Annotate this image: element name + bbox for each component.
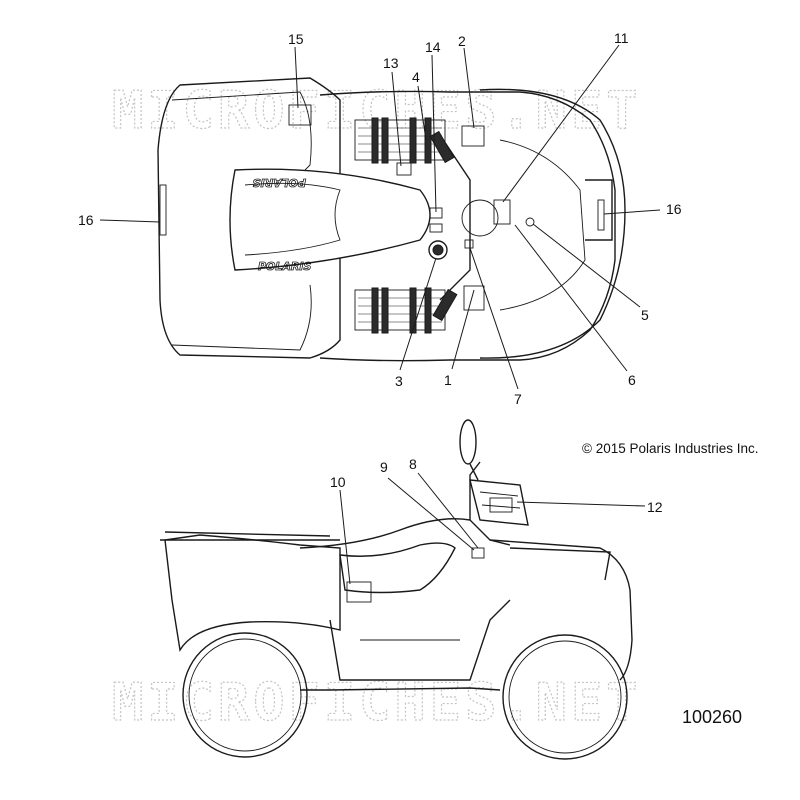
decal-11 <box>493 199 511 225</box>
footrest-top <box>354 117 446 164</box>
watermark-bottom: MICROFICHES.NET <box>112 673 642 733</box>
callout-6: 6 <box>628 372 636 388</box>
callout-8: 8 <box>409 456 417 472</box>
atv-side-view <box>160 419 633 760</box>
callout-16-front: 16 <box>666 201 682 217</box>
decal-1 <box>463 285 485 311</box>
decal-5 <box>525 217 535 227</box>
callout-4: 4 <box>412 69 420 85</box>
decal-16-rear <box>159 184 167 236</box>
decal-4 <box>429 223 443 233</box>
callout-15: 15 <box>288 31 304 47</box>
callout-11: 11 <box>614 30 629 46</box>
decal-16-front <box>597 199 605 231</box>
callout-numbers: 15 2 14 13 4 11 16 16 5 6 7 1 3 10 9 8 1… <box>78 30 682 515</box>
decal-7 <box>464 239 474 249</box>
callout-3: 3 <box>395 373 403 389</box>
copyright-notice: © 2015 Polaris Industries Inc. <box>582 441 759 456</box>
reference-number: 100260 <box>682 707 742 727</box>
decal-10 <box>346 581 372 603</box>
callout-7: 7 <box>514 391 522 407</box>
decal-13 <box>396 162 412 176</box>
rear-wheel <box>182 632 308 758</box>
brand-decal-top: POLARIS <box>253 176 306 189</box>
callout-1: 1 <box>444 372 452 388</box>
footrest-bottom <box>354 287 446 334</box>
atv-top-view: POLARIS POLARIS <box>157 77 626 362</box>
leader-lines <box>99 44 661 585</box>
callout-13: 13 <box>383 55 399 71</box>
callout-14: 14 <box>425 39 441 55</box>
callout-5: 5 <box>641 307 649 323</box>
decal-12 <box>489 497 513 513</box>
decal-2 <box>461 125 485 147</box>
mirror <box>459 419 477 465</box>
callout-10: 10 <box>330 474 346 490</box>
callout-2: 2 <box>458 33 466 49</box>
decal-15 <box>288 104 312 126</box>
callout-9: 9 <box>380 459 388 475</box>
front-wheel <box>502 634 628 760</box>
callout-12: 12 <box>647 499 663 515</box>
callout-16-rear: 16 <box>78 212 94 228</box>
brand-decal-bottom: POLARIS <box>258 260 311 273</box>
